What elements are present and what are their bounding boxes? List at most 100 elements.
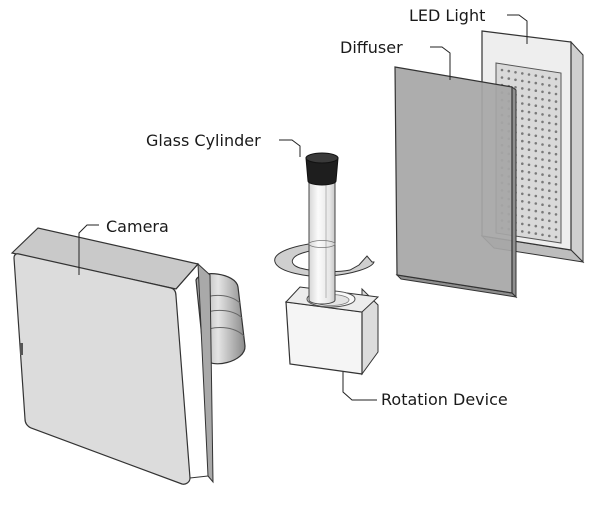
camera-leader xyxy=(78,224,99,275)
led-dot xyxy=(554,168,558,171)
rotation-device-label: Rotation Device xyxy=(381,390,508,409)
led-dot xyxy=(541,75,544,79)
led-dot xyxy=(527,110,531,114)
glass-cylinder-leader xyxy=(279,139,301,157)
led-dot xyxy=(521,117,524,120)
led-dot xyxy=(541,143,544,146)
led-dot xyxy=(527,193,531,197)
camera-label: Camera xyxy=(106,217,169,236)
led-dot xyxy=(514,78,517,82)
camera-body-front xyxy=(13,253,191,485)
led-dot xyxy=(554,235,558,239)
led-dot xyxy=(500,76,504,79)
led-dot xyxy=(521,215,524,218)
led-dot xyxy=(554,115,558,118)
glass-cylinder-cap-top xyxy=(305,152,339,164)
led-dot xyxy=(548,159,551,162)
glass-cylinder xyxy=(305,152,339,305)
led-dot xyxy=(548,84,551,87)
led-dot xyxy=(534,134,538,138)
led-dot xyxy=(548,166,551,170)
led-dot xyxy=(507,77,511,80)
led-dot xyxy=(554,137,558,141)
led-dot xyxy=(541,158,544,161)
led-dot xyxy=(541,120,544,124)
led-dot xyxy=(534,224,538,228)
camera-body-side xyxy=(197,262,214,484)
led-dot xyxy=(541,203,544,206)
led-dot xyxy=(521,169,524,173)
led-dot xyxy=(527,88,531,91)
led-dot xyxy=(521,192,524,196)
led-dot xyxy=(534,142,538,145)
led-dot xyxy=(521,207,524,211)
led-dot xyxy=(541,173,544,176)
led-light-side xyxy=(570,40,584,264)
led-dot xyxy=(534,74,538,77)
rotation-device xyxy=(284,286,380,376)
rotation-device-front-face xyxy=(285,301,363,375)
led-dot xyxy=(527,73,531,76)
led-dot xyxy=(521,200,524,203)
led-dot xyxy=(548,181,551,185)
led-dot xyxy=(541,195,544,199)
led-dot xyxy=(548,99,551,102)
glass-cylinder-label: Glass Cylinder xyxy=(146,131,261,150)
led-dot xyxy=(534,187,538,190)
led-dot xyxy=(541,210,544,214)
led-dot xyxy=(521,72,524,75)
led-dot xyxy=(554,175,558,179)
led-dot xyxy=(534,81,538,85)
led-dot xyxy=(521,124,524,128)
led-dot xyxy=(554,77,558,81)
led-dot xyxy=(534,202,538,205)
led-dot xyxy=(541,135,544,139)
led-dot xyxy=(521,147,524,150)
led-dot xyxy=(527,163,531,167)
led-dot xyxy=(548,129,551,132)
led-dot xyxy=(554,213,558,216)
led-dot xyxy=(541,150,544,154)
led-dot xyxy=(534,104,538,107)
led-dot xyxy=(554,107,558,111)
led-dot xyxy=(554,92,558,96)
led-dot xyxy=(548,219,551,223)
led-dot xyxy=(527,201,531,204)
glass-cylinder-ring xyxy=(308,240,336,248)
led-dot xyxy=(554,160,558,164)
diffuser xyxy=(394,66,518,299)
led-dot xyxy=(527,186,531,189)
led-dot xyxy=(541,90,544,94)
led-dot xyxy=(527,125,531,129)
led-dot xyxy=(548,189,551,192)
led-dot xyxy=(541,105,544,109)
led-dot xyxy=(521,230,524,233)
led-dot xyxy=(534,127,538,130)
led-dot xyxy=(527,118,531,121)
led-dot xyxy=(534,232,538,235)
led-dot xyxy=(554,228,558,231)
led-dot xyxy=(554,220,558,224)
led-dot xyxy=(527,178,531,182)
led-dot xyxy=(527,216,531,219)
led-dot xyxy=(548,212,551,215)
led-dot xyxy=(554,190,558,194)
led-dot xyxy=(548,234,551,238)
led-dot xyxy=(541,113,544,116)
led-dot xyxy=(548,197,551,200)
rotation-device-leader xyxy=(342,372,377,401)
led-dot xyxy=(554,85,558,88)
led-dot xyxy=(548,227,551,230)
led-dot xyxy=(541,83,544,86)
led-dot xyxy=(534,89,538,92)
led-dot xyxy=(554,198,558,201)
led-dot xyxy=(541,128,544,131)
diffuser-leader xyxy=(430,46,451,80)
led-dot xyxy=(548,76,551,80)
led-dot xyxy=(534,111,538,115)
led-light-label: LED Light xyxy=(409,6,485,25)
led-dot xyxy=(534,217,538,220)
led-dot xyxy=(527,148,531,151)
led-dot xyxy=(534,149,538,153)
